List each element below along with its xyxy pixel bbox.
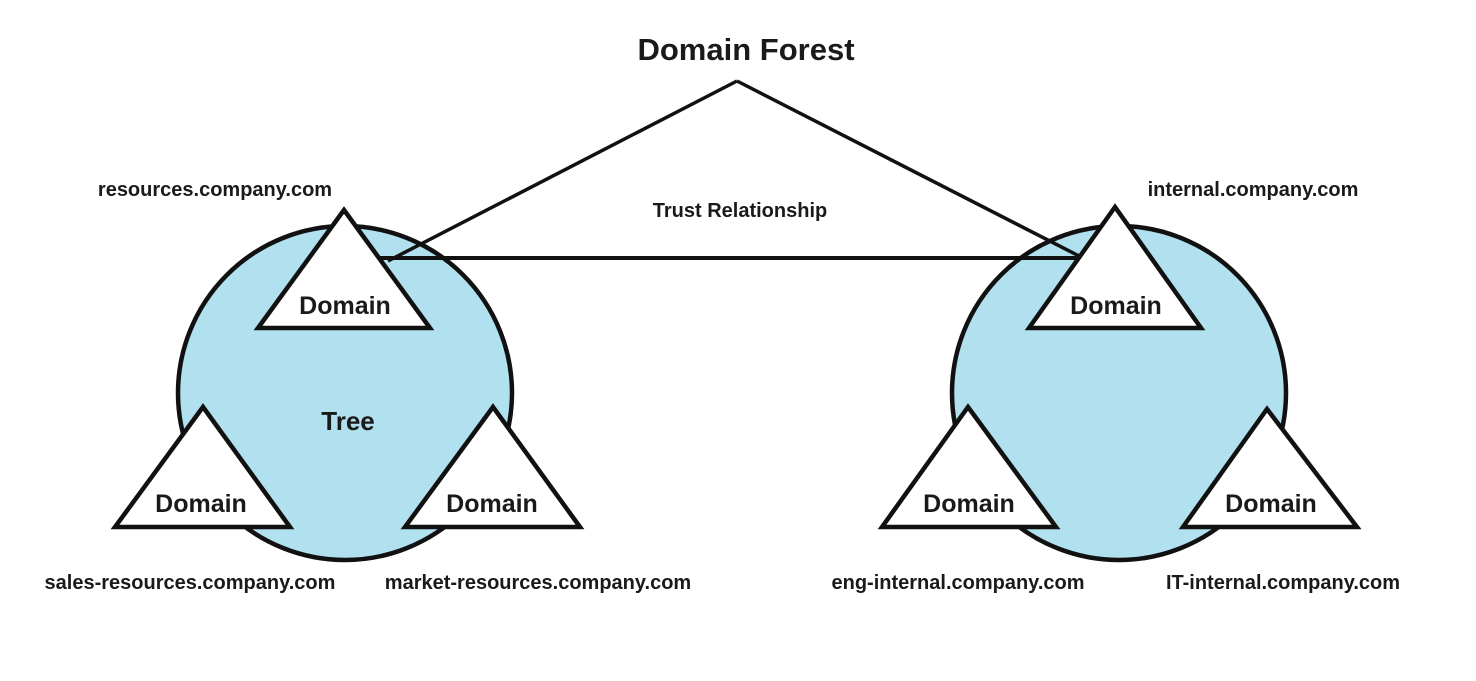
right-root-fqdn-label: internal.company.com (1148, 179, 1359, 201)
left-tree-name-label: Tree (321, 406, 375, 436)
left-root-domain-triangle (253, 206, 435, 331)
right-root-triangle-label: Domain (1070, 292, 1162, 320)
right-root-domain-triangle (1024, 203, 1206, 331)
right-child1-domain-triangle (877, 403, 1061, 530)
left-child1-triangle-label: Domain (155, 490, 247, 518)
right-child2-fqdn-label: IT-internal.company.com (1166, 572, 1400, 594)
right-child1-triangle-label: Domain (923, 490, 1015, 518)
trust-relationship-label: Trust Relationship (653, 200, 827, 222)
left-child1-fqdn-label: sales-resources.company.com (45, 572, 336, 594)
left-child2-triangle-label: Domain (446, 490, 538, 518)
diagram-title: Domain Forest (637, 32, 854, 67)
left-child2-fqdn-label: market-resources.company.com (385, 572, 691, 594)
left-child1-domain-triangle (110, 403, 295, 530)
forest-line-right (736, 79, 1084, 260)
left-child2-domain-triangle (400, 403, 585, 530)
right-child2-triangle-label: Domain (1225, 490, 1317, 518)
right-child1-fqdn-label: eng-internal.company.com (831, 572, 1084, 594)
left-root-fqdn-label: resources.company.com (98, 179, 332, 201)
right-child2-domain-triangle (1178, 405, 1362, 530)
forest-line-left (387, 79, 738, 263)
left-root-triangle-label: Domain (299, 292, 391, 320)
